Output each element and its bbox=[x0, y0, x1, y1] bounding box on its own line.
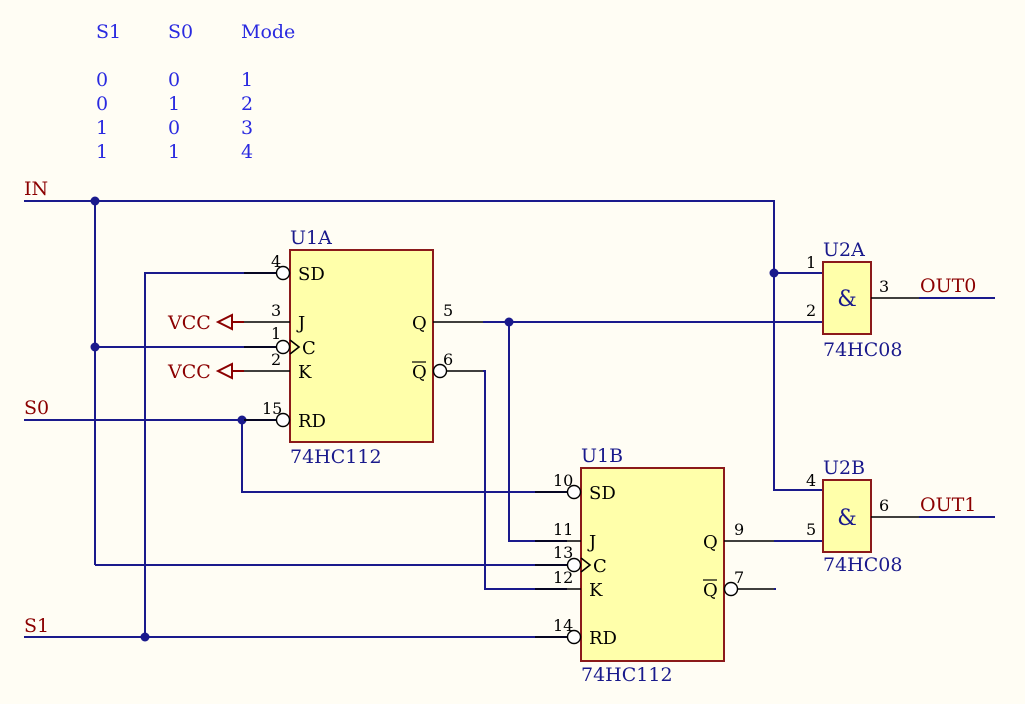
table-header-s1: S1 bbox=[96, 21, 121, 43]
table-cell: 1 bbox=[168, 141, 180, 163]
table-cell: 0 bbox=[168, 117, 180, 139]
u2a-and-gate: U2A 74HC08 & 1 2 3 bbox=[806, 239, 919, 361]
pin-label: C bbox=[593, 556, 607, 577]
pin-number: 7 bbox=[734, 568, 744, 587]
pin-label: Q bbox=[412, 362, 427, 383]
truth-table: S1 S0 Mode 0 0 1 0 1 2 1 0 3 1 1 4 bbox=[96, 21, 295, 163]
table-cell: 2 bbox=[241, 93, 253, 115]
u2b-designator: U2B bbox=[823, 457, 865, 479]
pin-label: RD bbox=[589, 628, 617, 649]
table-header-s0: S0 bbox=[168, 21, 193, 43]
pin-label: K bbox=[589, 580, 603, 601]
pin-label: SD bbox=[298, 264, 325, 285]
junction-dot bbox=[769, 268, 779, 278]
pin-number: 14 bbox=[553, 616, 573, 635]
table-cell: 4 bbox=[241, 141, 253, 163]
pin-label: J bbox=[296, 313, 305, 334]
table-cell: 1 bbox=[96, 117, 108, 139]
pin-number: 1 bbox=[806, 253, 816, 272]
pin-number: 1 bbox=[271, 324, 281, 343]
u1a-flip-flop: U1A 74HC112 4 3 1 2 15 5 6 SD J C K RD Q… bbox=[244, 227, 483, 468]
and-symbol: & bbox=[837, 287, 857, 312]
wire-in-main bbox=[24, 200, 823, 491]
table-cell: 1 bbox=[96, 141, 108, 163]
table-cell: 0 bbox=[96, 69, 108, 91]
pin-number: 15 bbox=[262, 399, 282, 418]
pin-label: Q bbox=[703, 532, 718, 553]
pin-number: 5 bbox=[443, 301, 453, 320]
table-cell: 0 bbox=[96, 93, 108, 115]
pin-number: 3 bbox=[879, 277, 889, 296]
pin-number: 3 bbox=[271, 301, 281, 320]
wire-s0-to-u1b-sd bbox=[241, 420, 567, 493]
vcc-label: VCC bbox=[167, 361, 211, 383]
wire-u1a-qn-to-u1b-k bbox=[483, 370, 567, 590]
u2b-part-number: 74HC08 bbox=[823, 554, 902, 576]
net-label-out0: OUT0 bbox=[920, 275, 976, 297]
pin-number: 5 bbox=[806, 520, 816, 539]
table-cell: 3 bbox=[241, 117, 253, 139]
table-cell: 1 bbox=[241, 69, 253, 91]
vcc-power-port: VCC bbox=[167, 312, 244, 334]
junction-dot bbox=[140, 632, 150, 642]
pin-number: 2 bbox=[271, 350, 281, 369]
pin-number: 9 bbox=[734, 520, 744, 539]
pin-label: J bbox=[587, 532, 596, 553]
table-cell: 1 bbox=[168, 93, 180, 115]
vcc-label: VCC bbox=[167, 312, 211, 334]
net-label-s1: S1 bbox=[24, 615, 49, 637]
pin-number: 13 bbox=[553, 543, 573, 562]
pin-number: 6 bbox=[879, 496, 889, 515]
junction-dot bbox=[90, 196, 100, 206]
pin-number: 4 bbox=[806, 471, 816, 490]
net-label-out1: OUT1 bbox=[920, 494, 976, 516]
table-header-mode: Mode bbox=[241, 21, 295, 43]
wire-u1a-q-to-u1b-j bbox=[508, 322, 567, 542]
pin-label: Q bbox=[703, 580, 718, 601]
wires bbox=[24, 196, 995, 642]
junction-dot bbox=[90, 342, 100, 352]
pin-number: 11 bbox=[553, 520, 573, 539]
u1b-part-number: 74HC112 bbox=[581, 664, 673, 686]
u1a-designator: U1A bbox=[290, 227, 332, 249]
u2a-designator: U2A bbox=[823, 239, 865, 261]
pin-label: Q bbox=[412, 313, 427, 334]
u1b-flip-flop: U1B 74HC112 10 11 13 12 14 9 7 SD J C K … bbox=[535, 445, 774, 686]
vcc-power-port: VCC bbox=[167, 361, 244, 383]
net-labels: IN S0 S1 OUT0 OUT1 VCC VCC bbox=[24, 178, 976, 637]
net-label-in: IN bbox=[24, 178, 48, 200]
pin-number: 6 bbox=[443, 350, 453, 369]
u2a-part-number: 74HC08 bbox=[823, 339, 902, 361]
junction-dot bbox=[504, 317, 514, 327]
pin-label: SD bbox=[589, 483, 616, 504]
net-label-s0: S0 bbox=[24, 397, 49, 419]
pin-number: 12 bbox=[553, 568, 573, 587]
wire-s1-to-u1a-sd bbox=[144, 272, 276, 637]
junction-dot bbox=[237, 415, 247, 425]
pin-number: 2 bbox=[806, 301, 816, 320]
table-cell: 0 bbox=[168, 69, 180, 91]
pin-label: K bbox=[298, 362, 312, 383]
u2b-and-gate: U2B 74HC08 & 4 5 6 bbox=[806, 457, 919, 576]
pin-label: C bbox=[302, 338, 316, 359]
u1a-part-number: 74HC112 bbox=[290, 446, 382, 468]
u1b-designator: U1B bbox=[581, 445, 623, 467]
and-symbol: & bbox=[837, 506, 857, 531]
pin-number: 4 bbox=[271, 252, 281, 271]
pin-label: RD bbox=[298, 411, 326, 432]
pin-number: 10 bbox=[553, 471, 573, 490]
